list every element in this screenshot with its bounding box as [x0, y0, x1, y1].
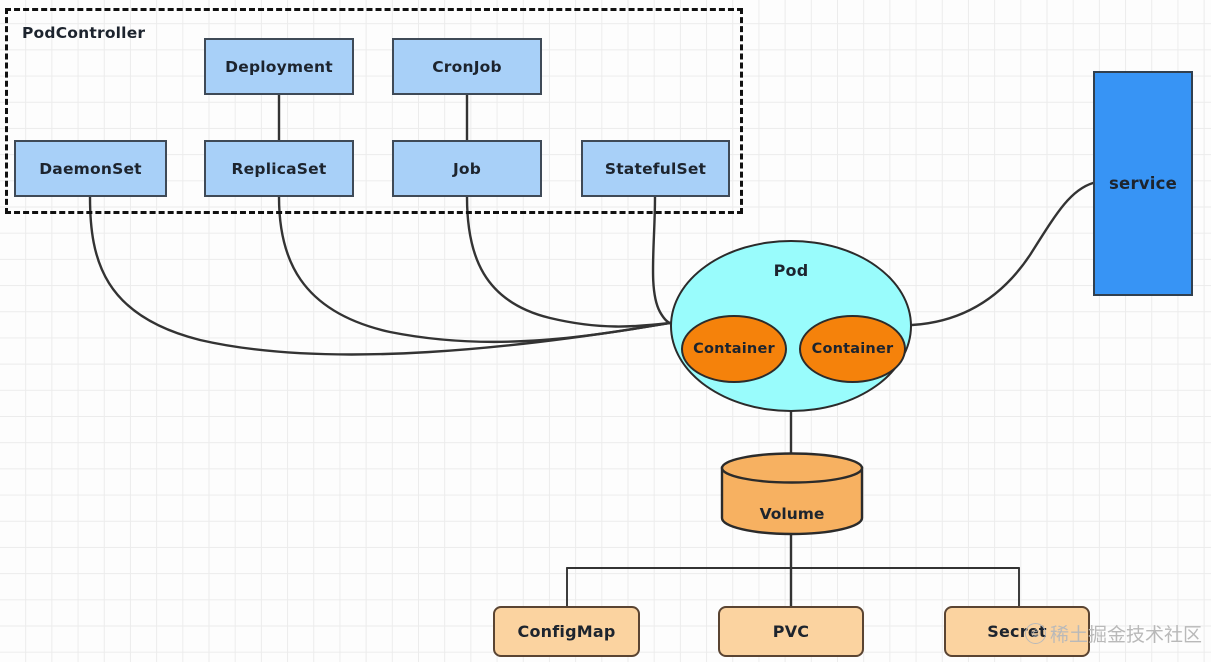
node-secret[interactable]: Secret: [944, 606, 1090, 657]
edge-daemonset-pod: [88, 195, 672, 356]
edge-pod-service: [910, 181, 1095, 327]
edge-statefulset-pod: [651, 195, 672, 325]
podcontroller-group-label: PodController: [22, 24, 146, 42]
node-container-2-label: Container: [811, 341, 894, 357]
node-deployment-label: Deployment: [225, 57, 333, 76]
volume-body: [720, 466, 864, 536]
node-replicaset[interactable]: ReplicaSet: [204, 140, 354, 197]
node-service-label: service: [1109, 174, 1177, 193]
volume-top: [720, 452, 864, 484]
node-secret-label: Secret: [987, 622, 1047, 641]
node-job-label: Job: [452, 159, 482, 178]
node-volume[interactable]: [719, 452, 865, 536]
node-container-1[interactable]: Container: [681, 315, 787, 383]
edge-job-pod: [465, 195, 672, 328]
node-daemonset-label: DaemonSet: [39, 159, 142, 178]
node-job[interactable]: Job: [392, 140, 542, 197]
node-container-1-label: Container: [693, 341, 775, 357]
node-daemonset[interactable]: DaemonSet: [14, 140, 167, 197]
node-pvc[interactable]: PVC: [718, 606, 864, 657]
node-service[interactable]: service: [1093, 71, 1193, 296]
node-statefulset-label: StatefulSet: [604, 159, 707, 178]
node-statefulset[interactable]: StatefulSet: [581, 140, 730, 197]
node-container-2[interactable]: Container: [799, 315, 906, 383]
node-volume-label: Volume: [759, 505, 825, 523]
edge-replicaset-pod: [277, 195, 672, 344]
node-replicaset-label: ReplicaSet: [231, 159, 327, 178]
node-cronjob[interactable]: CronJob: [392, 38, 542, 95]
node-deployment[interactable]: Deployment: [204, 38, 354, 95]
node-configmap-label: ConfigMap: [517, 622, 616, 641]
node-pod-label: Pod: [773, 261, 809, 280]
node-configmap[interactable]: ConfigMap: [493, 606, 640, 657]
node-cronjob-label: CronJob: [432, 57, 502, 76]
node-pvc-label: PVC: [772, 622, 810, 641]
